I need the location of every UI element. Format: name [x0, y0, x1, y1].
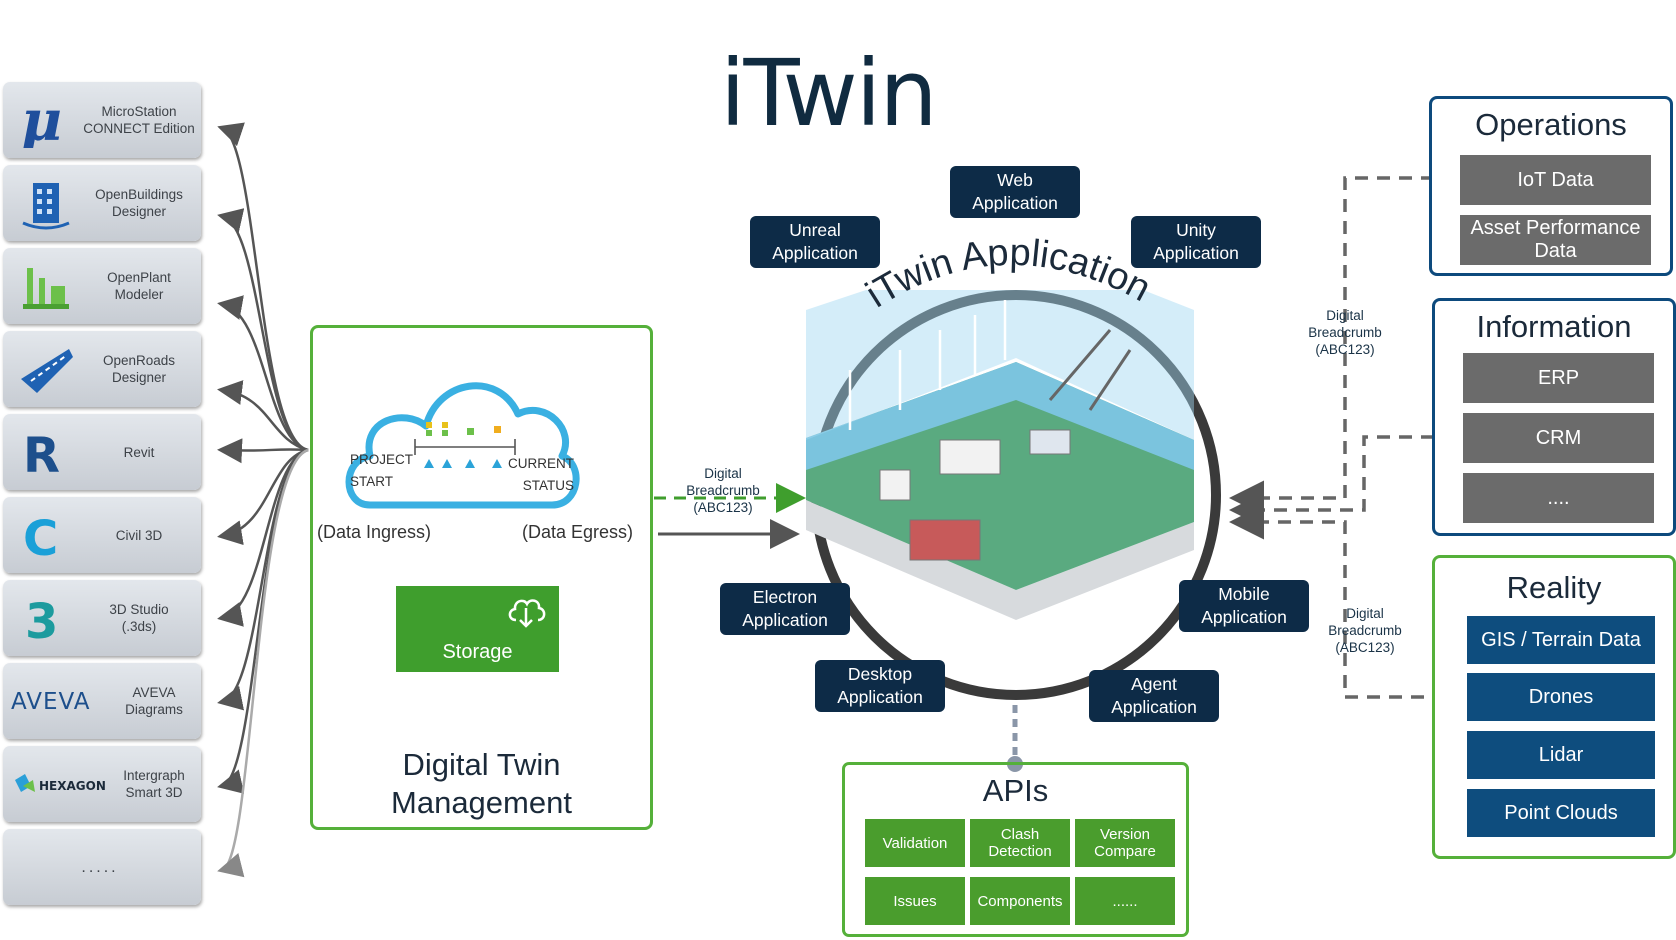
breadcrumb-center: Digital Breadcrumb (ABC123) [686, 466, 760, 515]
svg-text:iTwin Application: iTwin Application [859, 232, 1158, 316]
source-label: MicroStation CONNECT Edition [83, 104, 195, 136]
itwin-application-arc-title: iTwin Application [859, 232, 1158, 316]
api-components[interactable]: Components [970, 877, 1070, 925]
itwin-application-illustration [806, 290, 1221, 700]
cloud-icon [345, 382, 580, 509]
operations-panel: Operations IoT Data Asset Performance Da… [1429, 96, 1673, 276]
svg-text:3: 3 [25, 594, 58, 646]
apis-title: APIs [982, 773, 1049, 808]
svg-text:C: C [23, 511, 58, 563]
app-web[interactable]: Web Application [950, 166, 1080, 218]
source-label: OpenRoads Designer [102, 353, 176, 385]
aveva-icon: AVEVA [9, 673, 105, 729]
openbuildings-icon [17, 175, 75, 231]
source-tile-hexagon[interactable]: HEXAGON Intergraph Smart 3D [3, 746, 201, 822]
storage-label: Storage [442, 641, 513, 663]
svg-text:μ: μ [21, 92, 62, 148]
source-tile-revit[interactable]: R Revit [3, 414, 201, 490]
app-unreal[interactable]: Unreal Application [750, 216, 880, 268]
reality-panel: Reality GIS / Terrain Data Drones Lidar … [1432, 555, 1676, 859]
operations-title: Operations [1475, 107, 1627, 142]
source-tile-microstation[interactable]: μ MicroStation CONNECT Edition [3, 82, 201, 158]
project-start-label: PROJECT START [350, 452, 414, 489]
app-mobile[interactable]: Mobile Application [1179, 580, 1309, 632]
source-label: Intergraph Smart 3D [123, 768, 185, 800]
svg-text:AVEVA: AVEVA [11, 689, 91, 715]
storage-box[interactable]: Storage [396, 586, 559, 672]
source-tile-3dstudio[interactable]: 3 3D Studio (.3ds) [3, 580, 201, 656]
civil3d-icon: C [17, 507, 75, 567]
source-label: Revit [123, 444, 155, 460]
apis-panel: APIs Validation Clash Detection Version … [842, 762, 1189, 937]
api-version-compare[interactable]: Version Compare [1075, 819, 1175, 867]
information-title: Information [1476, 309, 1632, 344]
cloud-download-icon [508, 599, 546, 628]
data-egress-label: (Data Egress) [522, 522, 634, 542]
source-tile-openroads[interactable]: OpenRoads Designer [3, 331, 201, 407]
3ds-icon: 3 [17, 590, 75, 650]
reality-point-clouds[interactable]: Point Clouds [1467, 789, 1655, 837]
breadcrumb-right-top: Digital Breadcrumb (ABC123) [1308, 308, 1382, 357]
operations-asset-performance[interactable]: Asset Performance Data [1460, 215, 1651, 265]
current-status-label: CURRENT STATUS [508, 456, 574, 493]
api-more[interactable]: ...... [1075, 877, 1175, 925]
source-tile-openplant[interactable]: OpenPlant Modeler [3, 248, 201, 324]
data-ingress-label: (Data Ingress) [317, 522, 432, 542]
app-electron[interactable]: Electron Application [720, 583, 850, 635]
reality-gis-terrain[interactable]: GIS / Terrain Data [1467, 616, 1655, 664]
page-title: iTwin [720, 40, 938, 147]
source-label: OpenPlant Modeler [107, 270, 171, 302]
svg-text:R: R [23, 428, 60, 480]
source-tile-civil3d[interactable]: C Civil 3D [3, 497, 201, 573]
dtm-label: Digital Twin Management [391, 747, 572, 820]
app-unity[interactable]: Unity Application [1131, 216, 1261, 268]
api-clash-detection[interactable]: Clash Detection [970, 819, 1070, 867]
app-agent[interactable]: Agent Application [1089, 670, 1219, 722]
information-panel: Information ERP CRM .... [1432, 298, 1676, 536]
breadcrumb-right-bottom: Digital Breadcrumb (ABC123) [1328, 606, 1402, 655]
api-validation[interactable]: Validation [865, 819, 965, 867]
information-more[interactable]: .... [1463, 473, 1654, 523]
right-dashed-links [1229, 176, 1468, 699]
source-label: OpenBuildings Designer [95, 187, 183, 219]
source-tile-more[interactable]: ..... [3, 829, 201, 905]
source-tile-aveva[interactable]: AVEVA AVEVA Diagrams [3, 663, 201, 739]
reality-lidar[interactable]: Lidar [1467, 731, 1655, 779]
source-tile-openbuildings[interactable]: OpenBuildings Designer [3, 165, 201, 241]
app-desktop[interactable]: Desktop Application [815, 660, 945, 712]
openroads-icon [17, 341, 75, 397]
hexagon-icon: HEXAGON [11, 756, 107, 812]
api-issues[interactable]: Issues [865, 877, 965, 925]
source-label: Civil 3D [115, 527, 163, 543]
svg-text:HEXAGON: HEXAGON [39, 779, 106, 793]
source-label: AVEVA Diagrams [125, 685, 183, 717]
source-label: ..... [81, 858, 119, 876]
reality-drones[interactable]: Drones [1467, 673, 1655, 721]
information-crm[interactable]: CRM [1463, 413, 1654, 463]
microstation-icon: μ [17, 88, 75, 154]
reality-title: Reality [1506, 570, 1602, 605]
operations-iot-data[interactable]: IoT Data [1460, 155, 1651, 205]
revit-icon: R [17, 424, 75, 484]
source-label: 3D Studio (.3ds) [109, 602, 169, 634]
information-erp[interactable]: ERP [1463, 353, 1654, 403]
openplant-icon [17, 258, 75, 314]
source-fan-arrows [217, 122, 309, 878]
